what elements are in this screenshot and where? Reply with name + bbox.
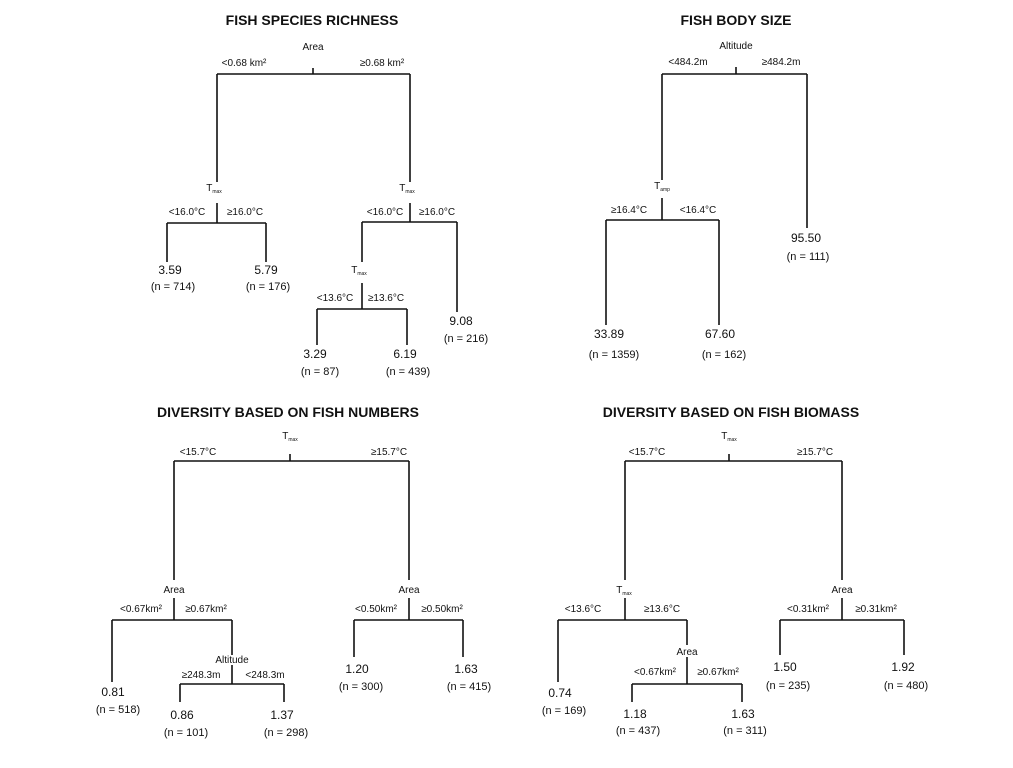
node-deep-split-right: ≥0.67km² — [697, 667, 739, 678]
leaf-value: 1.18 — [623, 707, 647, 721]
node-left-split-right: ≥16.0°C — [227, 207, 263, 218]
node-right-variable: Tmax — [399, 183, 415, 195]
leaf-count: (n = 298) — [264, 727, 308, 739]
node-left-variable: Tmax — [616, 585, 632, 597]
node-deep-split-right: <248.3m — [245, 670, 284, 681]
root-split-left: <15.7°C — [180, 447, 217, 458]
leaf-value: 0.81 — [101, 685, 125, 699]
node-deep-split-left: ≥248.3m — [182, 670, 221, 681]
node-right-split-right: ≥16.0°C — [419, 207, 455, 218]
node-right-split-right: ≥0.31km² — [855, 604, 897, 615]
root-split-variable: Tmax — [282, 431, 298, 443]
leaf-count: (n = 300) — [339, 681, 383, 693]
leaf-value: 1.20 — [345, 662, 369, 676]
panel-diversity-biomass: DIVERSITY BASED ON FISH BIOMASS Tmax <15… — [542, 404, 928, 737]
leaf-value: 95.50 — [791, 231, 821, 245]
leaf-count: (n = 437) — [616, 725, 660, 737]
node-left-split-left: <13.6°C — [565, 604, 602, 615]
node-left-split-right: <16.4°C — [680, 205, 717, 216]
leaf-count: (n = 101) — [164, 727, 208, 739]
leaf-value: 1.92 — [891, 660, 915, 674]
leaf-value: 3.29 — [303, 347, 327, 361]
root-split-variable: Altitude — [719, 41, 753, 52]
tree-edges — [605, 67, 808, 325]
leaf-count: (n = 216) — [444, 333, 488, 345]
node-deep-variable: Tmax — [351, 265, 367, 277]
panel-title: DIVERSITY BASED ON FISH NUMBERS — [157, 404, 419, 420]
tree-edges — [111, 454, 464, 702]
node-left-split-right: ≥13.6°C — [644, 604, 680, 615]
node-left-variable: Tamp — [654, 181, 670, 193]
leaf-value: 1.50 — [773, 660, 797, 674]
leaf-value: 3.59 — [158, 263, 182, 277]
node-right-variable: Area — [398, 585, 420, 596]
leaf-count: (n = 714) — [151, 281, 195, 293]
leaf-value: 0.86 — [170, 708, 194, 722]
leaf-value: 1.63 — [731, 707, 755, 721]
root-split-variable: Tmax — [721, 431, 737, 443]
node-deep-split-left: <13.6°C — [317, 293, 354, 304]
panel-species-richness: FISH SPECIES RICHNESS Area <0.68 km² ≥0.… — [151, 12, 488, 378]
root-split-right: ≥484.2m — [762, 57, 801, 68]
leaf-count: (n = 235) — [766, 680, 810, 692]
tree-edges — [557, 454, 905, 702]
node-left-split-left: ≥16.4°C — [611, 205, 647, 216]
root-split-right: ≥15.7°C — [797, 447, 833, 458]
node-left-split-left: <16.0°C — [169, 207, 206, 218]
leaf-count: (n = 162) — [702, 349, 746, 361]
node-deep-variable: Area — [676, 647, 698, 658]
tree-edges — [166, 68, 458, 345]
node-left-variable: Tmax — [206, 183, 222, 195]
leaf-value: 1.63 — [454, 662, 478, 676]
leaf-value: 9.08 — [449, 314, 473, 328]
node-right-variable: Area — [831, 585, 853, 596]
root-split-variable: Area — [302, 42, 324, 53]
leaf-count: (n = 176) — [246, 281, 290, 293]
node-left-split-left: <0.67km² — [120, 604, 163, 615]
leaf-count: (n = 518) — [96, 704, 140, 716]
leaf-count: (n = 87) — [301, 366, 339, 378]
node-left-split-right: ≥0.67km² — [185, 604, 227, 615]
leaf-value: 6.19 — [393, 347, 417, 361]
leaf-count: (n = 1359) — [589, 349, 639, 361]
leaf-value: 5.79 — [254, 263, 278, 277]
node-deep-split-right: ≥13.6°C — [368, 293, 404, 304]
leaf-value: 33.89 — [594, 327, 624, 341]
node-left-variable: Area — [163, 585, 185, 596]
leaf-count: (n = 439) — [386, 366, 430, 378]
node-right-split-right: ≥0.50km² — [421, 604, 463, 615]
node-right-split-left: <0.50km² — [355, 604, 398, 615]
leaf-value: 1.37 — [270, 708, 294, 722]
node-deep-variable: Altitude — [215, 655, 249, 666]
leaf-count: (n = 111) — [787, 251, 830, 263]
panel-title: FISH SPECIES RICHNESS — [226, 12, 399, 28]
leaf-count: (n = 311) — [723, 725, 767, 737]
leaf-value: 67.60 — [705, 327, 735, 341]
root-split-right: ≥15.7°C — [371, 447, 407, 458]
panel-title: FISH BODY SIZE — [681, 12, 792, 28]
leaf-count: (n = 415) — [447, 681, 491, 693]
leaf-count: (n = 480) — [884, 680, 928, 692]
root-split-right: ≥0.68 km² — [360, 58, 405, 69]
node-deep-split-left: <0.67km² — [634, 667, 677, 678]
panel-body-size: FISH BODY SIZE Altitude <484.2m ≥484.2m … — [589, 12, 830, 361]
root-split-left: <484.2m — [668, 57, 707, 68]
leaf-count: (n = 169) — [542, 705, 586, 717]
panel-title: DIVERSITY BASED ON FISH BIOMASS — [603, 404, 859, 420]
root-split-left: <0.68 km² — [222, 58, 267, 69]
node-right-split-left: <16.0°C — [367, 207, 404, 218]
node-right-split-left: <0.31km² — [787, 604, 830, 615]
leaf-value: 0.74 — [548, 686, 572, 700]
panel-diversity-numbers: DIVERSITY BASED ON FISH NUMBERS Tmax <15… — [96, 404, 491, 739]
root-split-left: <15.7°C — [629, 447, 666, 458]
